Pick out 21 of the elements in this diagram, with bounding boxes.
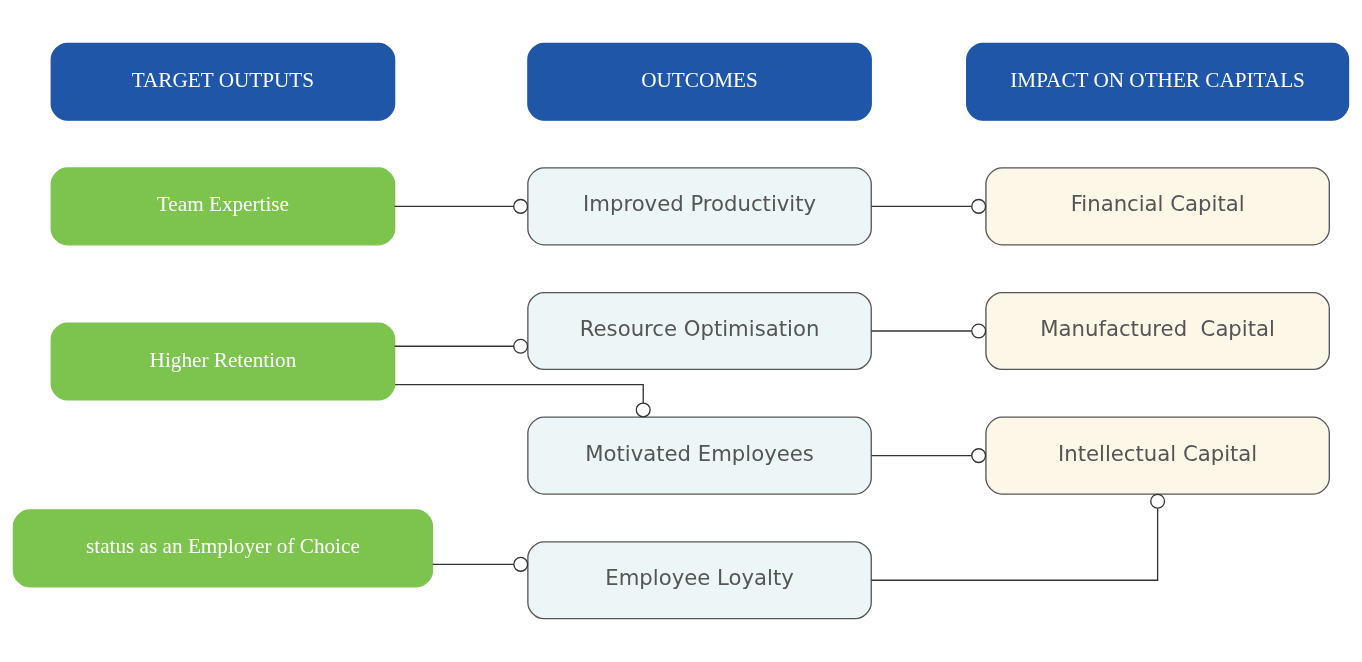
node-box: Employee Loyalty [527, 541, 872, 620]
node-box: Higher Retention [50, 322, 396, 401]
node-box: Team Expertise [50, 167, 396, 246]
connector [870, 323, 987, 339]
node-box: TARGET OUTPUTS [50, 42, 396, 121]
node-box: status as an Employer of Choice [12, 509, 434, 588]
node-box: Motivated Employees [527, 416, 872, 495]
connector [394, 384, 651, 418]
connector [870, 448, 987, 464]
node-box: Resource Optimisation [527, 291, 872, 371]
node-box: IMPACT ON OTHER CAPITALS [966, 42, 1350, 121]
connector [432, 556, 529, 572]
node-box: Improved Productivity [527, 167, 872, 246]
node-box: Manufactured Capital [985, 291, 1330, 371]
connector [394, 338, 529, 354]
node-box: Financial Capital [985, 167, 1330, 246]
connector [394, 198, 529, 214]
node-box: Intellectual Capital [985, 416, 1330, 495]
node-box: OUTCOMES [527, 42, 872, 121]
connector [870, 493, 1166, 581]
connector [870, 198, 987, 214]
